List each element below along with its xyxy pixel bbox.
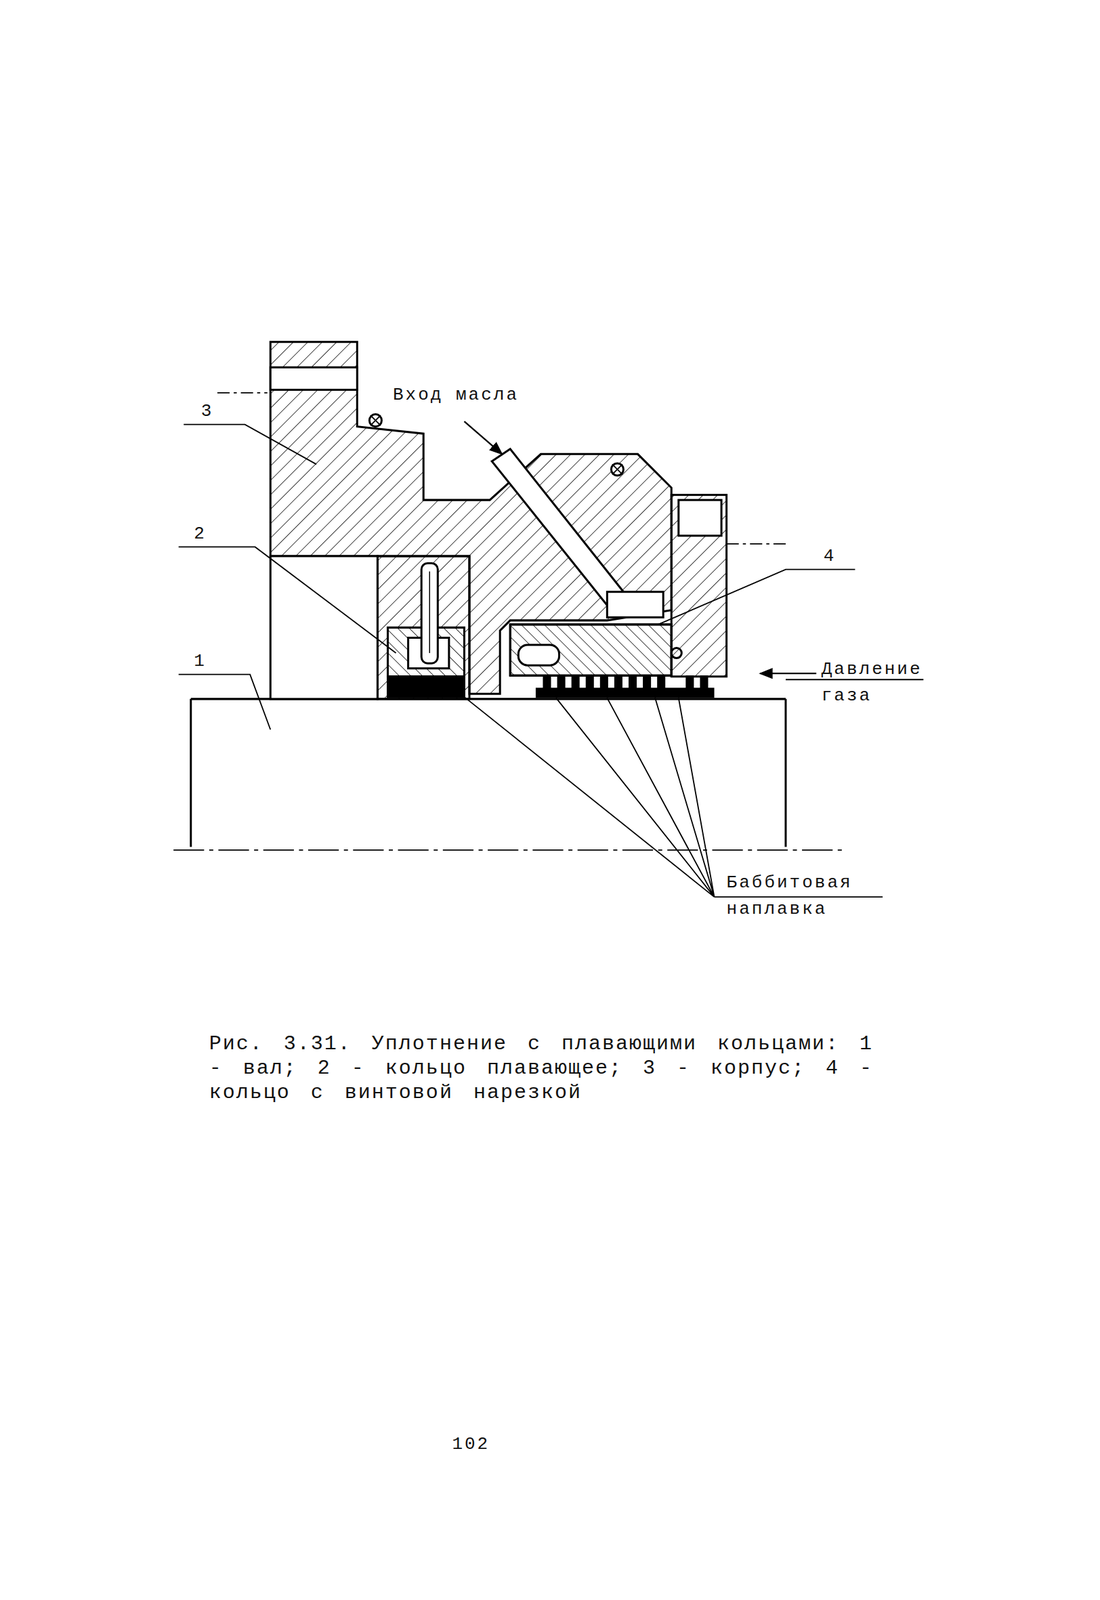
pin	[421, 563, 438, 664]
page-number: 102	[451, 1433, 490, 1455]
center-line	[726, 543, 788, 545]
babbitt-layer	[387, 676, 464, 697]
oil-groove	[606, 591, 664, 618]
material-label: Баббитовая наплавка	[726, 869, 863, 923]
callout-number: 4	[823, 545, 837, 567]
center-line	[217, 392, 268, 394]
o-ring	[369, 414, 382, 427]
o-ring	[612, 463, 623, 475]
screw-ring	[510, 624, 672, 676]
drawing-body	[173, 342, 924, 897]
shaft	[191, 699, 786, 847]
callout-number: 3	[201, 400, 215, 422]
axis-line	[173, 849, 847, 851]
oil-arrow	[463, 421, 502, 454]
callout-number: 2	[193, 523, 207, 545]
gas-arrow	[759, 672, 817, 674]
bolt	[678, 499, 722, 536]
spring-pocket	[518, 644, 559, 666]
screw-ring	[510, 624, 672, 676]
o-ring	[610, 463, 624, 476]
figure-caption: Рис. 3.31. Уплотнение с плавающими кольц…	[209, 1031, 877, 1105]
cover-plate	[671, 495, 727, 677]
callout-number: 1	[193, 650, 207, 672]
pin	[428, 571, 431, 654]
leader-lines	[178, 424, 924, 897]
bolt-hole	[270, 367, 357, 390]
o-ring	[370, 415, 381, 426]
ring-holder	[377, 556, 470, 700]
oil-channel	[491, 449, 628, 610]
flow-label: Давление газа	[821, 656, 941, 710]
flow-label: Вход масла	[392, 384, 519, 406]
screw-thread	[542, 675, 708, 690]
